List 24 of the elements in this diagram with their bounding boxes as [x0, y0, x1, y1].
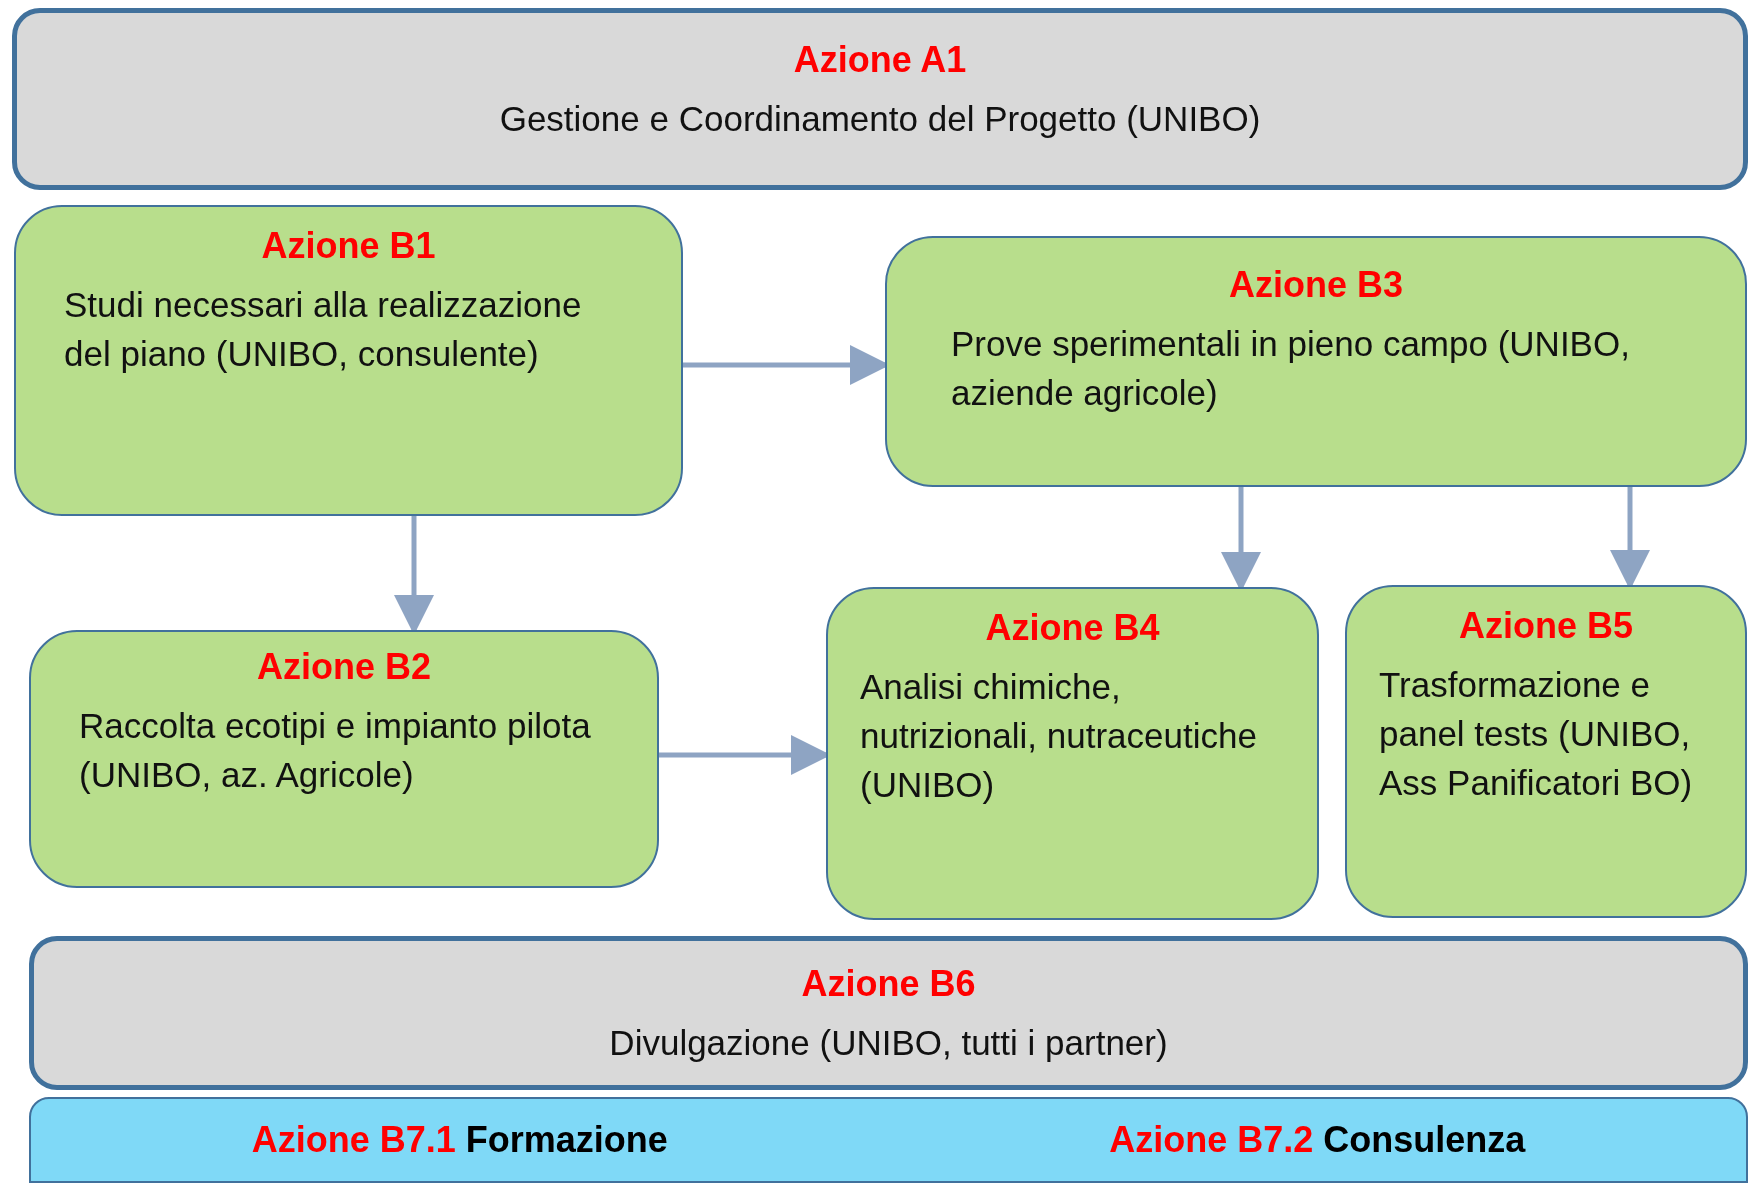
- action-label: Azione B7.1 Formazione: [251, 1118, 668, 1162]
- action-title: Azione B4: [984, 606, 1161, 650]
- action-label: Azione B7.2 Consulenza: [1109, 1118, 1526, 1162]
- action-title: Azione B1: [260, 224, 437, 268]
- action-box: [885, 236, 1747, 487]
- action-box: [1345, 585, 1747, 918]
- action-description: Studi necessari alla realizzazione del piano (UNIBO, consulente): [64, 284, 583, 375]
- action-box: [14, 205, 683, 516]
- action-box: [29, 936, 1748, 1090]
- action-description: Raccolta ecotipi e impianto pilota (UNIBO, az. Agricole): [79, 705, 592, 796]
- action-description: Gestione e Coordinamento del Progetto (UNIBO): [498, 98, 1262, 140]
- action-description: Divulgazione (UNIBO, tutti i partner): [608, 1022, 1169, 1064]
- action-description: Analisi chimiche, nutrizionali, nutraceutiche (UNIBO): [860, 666, 1258, 806]
- action-box: [826, 587, 1319, 920]
- action-title: Azione B3: [1228, 263, 1404, 307]
- action-box: [29, 630, 659, 888]
- action-title: Azione A1: [792, 38, 968, 82]
- action-title: Azione B2: [256, 645, 432, 689]
- action-band: [29, 1097, 1748, 1183]
- action-box: [12, 8, 1748, 190]
- action-title: Azione B5: [1458, 604, 1634, 648]
- action-description: Trasformazione e panel tests (UNIBO, Ass Panificatori BO): [1379, 664, 1694, 804]
- action-description: Prove sperimentali in pieno campo (UNIBO, aziende agricole): [951, 323, 1631, 414]
- action-title: Azione B6: [800, 962, 977, 1006]
